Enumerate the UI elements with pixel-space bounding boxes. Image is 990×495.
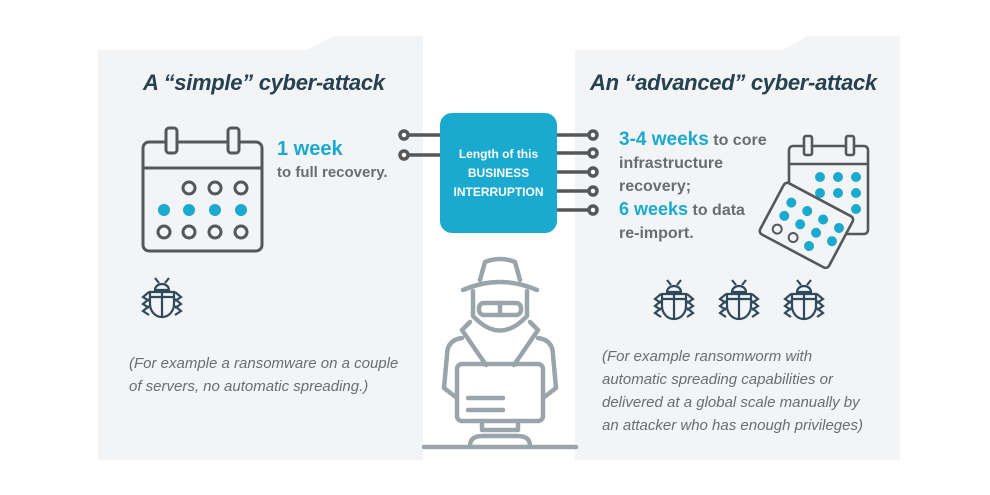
right-durations: 3-4 weeks to core infrastructure recover… (619, 128, 767, 245)
calendar-icon (141, 126, 264, 253)
business-interruption-chip: Length of this BUSINESS INTERRUPTION (440, 113, 557, 233)
chip-line2: BUSINESS (467, 165, 530, 180)
right-note-line3: delivered at a global scale manually by (602, 394, 860, 411)
right-note-line1: (For example ransomworm with (602, 348, 813, 365)
right-duration1-row: 3-4 weeks to core (619, 128, 767, 152)
right-connectors (556, 129, 599, 216)
right-duration1-desc-a: to core (708, 132, 767, 149)
left-duration: 1 week (277, 138, 343, 160)
stacked-calendars-icon (758, 134, 870, 270)
right-duration2-desc-a: to data (688, 202, 745, 219)
right-panel (575, 36, 900, 460)
right-duration2: 6 weeks (619, 199, 689, 219)
left-note-line1: (For example a ransomware on a couple (129, 355, 399, 372)
right-note: (For example ransomworm with automatic s… (602, 345, 863, 437)
chip-line3: INTERRUPTION (453, 184, 544, 199)
left-duration-desc: to full recovery. (277, 164, 388, 181)
hacker-at-computer-icon (421, 256, 579, 450)
right-duration1-desc-b: infrastructure (619, 155, 724, 172)
left-connectors (398, 129, 441, 161)
right-duration1: 3-4 weeks (619, 129, 709, 150)
chip-line1: Length of this (458, 146, 539, 161)
left-note: (For example a ransomware on a couple of… (129, 352, 398, 398)
right-duration2-row: 6 weeks to data (619, 198, 767, 222)
right-title: An “advanced” cyber-attack (590, 70, 877, 95)
left-note-line2: of servers, no automatic spreading.) (129, 378, 369, 395)
right-duration1-desc-c: recovery; (619, 178, 692, 195)
right-note-line2: automatic spreading capabilities or (602, 371, 833, 388)
right-note-line4: an attacker who has enough privileges) (602, 417, 863, 434)
right-duration2-desc-b: re-import. (619, 225, 694, 242)
left-title: A “simple” cyber-attack (143, 70, 385, 95)
